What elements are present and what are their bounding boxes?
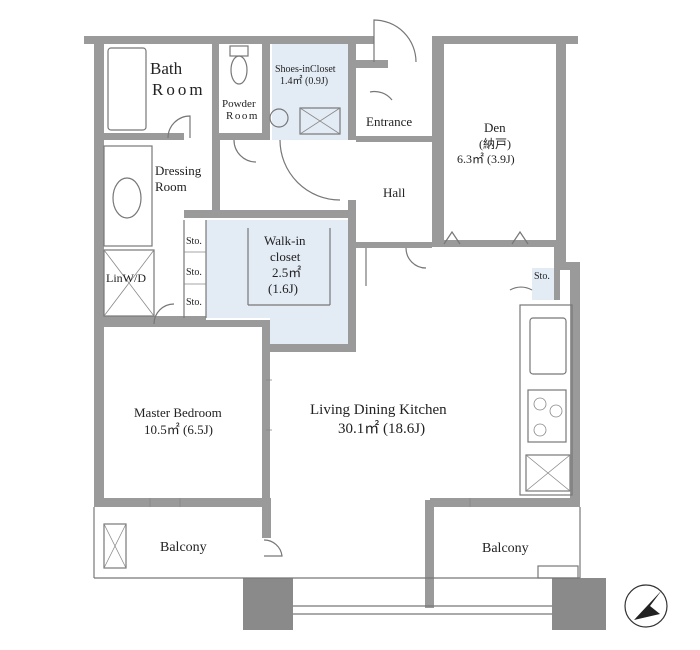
ldk-size: 30.1㎡ (18.6J) (338, 420, 425, 437)
kitchen-sto-door[interactable] (509, 286, 533, 291)
wall-walkin-top (184, 210, 356, 218)
wall-balcony-center-left (262, 498, 271, 538)
stove-icon (527, 389, 567, 443)
powder-door[interactable] (233, 139, 257, 163)
bathtub-icon (107, 47, 147, 131)
wall-hall-bottom (348, 242, 432, 248)
sto-label-1: Sto. (186, 236, 202, 247)
master-bedroom-size: 10.5㎡ (6.5J) (144, 422, 213, 437)
wall-bath-bottom (94, 133, 184, 140)
wall-entrance-bottom (356, 136, 432, 142)
ac-unit (103, 523, 127, 569)
wall-hall-left (348, 200, 356, 350)
walkin-label: Walk-in (264, 233, 306, 248)
compass-north-icon (624, 584, 668, 628)
wall-den-bottom (432, 240, 556, 247)
hall-label: Hall (383, 185, 406, 200)
shoes-closet-label: Shoes-inCloset (275, 64, 336, 75)
wall-left (94, 36, 104, 506)
wall-right-step (556, 262, 580, 270)
shoes-closet-size: 1.4㎡ (0.9J) (280, 75, 328, 87)
balcony-left-label: Balcony (160, 540, 207, 555)
vanity (103, 145, 153, 247)
kitchen-storage-area[interactable] (532, 268, 554, 300)
den-size: 6.3㎡ (3.9J) (457, 152, 515, 166)
wall-bottom-left (94, 498, 264, 507)
ldk-label: Living Dining Kitchen (310, 402, 447, 418)
wall-bottom-right (430, 498, 580, 507)
sto-label-kitchen: Sto. (534, 271, 550, 282)
wall-right-upper (556, 36, 566, 268)
linwd-label: LinW/D (106, 271, 146, 285)
entrance-label: Entrance (366, 114, 412, 129)
wall-powder-right (262, 36, 270, 140)
den-label-2: (納戸) (479, 137, 511, 151)
wall-right-kitchen (570, 268, 580, 500)
den-label: Den (484, 120, 506, 135)
balcony-right-label: Balcony (482, 541, 529, 556)
balcony-door[interactable] (263, 539, 283, 557)
walkin-size: 2.5㎡ (272, 265, 301, 280)
wall-entrance-top (356, 60, 388, 68)
wall-master-right (262, 320, 270, 502)
powder-label: Powder (222, 98, 256, 110)
fridge-space (525, 454, 571, 492)
kitchen-counter (519, 304, 573, 496)
wall-balcony-center-right (425, 500, 434, 608)
wall-bath-bottom-2 (212, 133, 262, 140)
ldk-door[interactable] (365, 247, 427, 286)
sink-icon (269, 108, 289, 128)
bath-door[interactable] (167, 115, 191, 139)
sto-label-3: Sto. (186, 297, 202, 308)
basin-icon (112, 177, 142, 219)
wall-sto-right (554, 246, 560, 300)
wall-den-left (432, 36, 444, 244)
walkin-closet-area[interactable] (206, 220, 348, 350)
sto-label-2: Sto. (186, 267, 202, 278)
powder-label-2: Room (226, 110, 259, 122)
shoe-rack (299, 107, 341, 135)
bath-label: Bath (150, 59, 183, 78)
wall-dressing-right (212, 140, 220, 210)
dressing-label-2: Room (155, 179, 187, 194)
bath-label-2: Room (152, 80, 206, 99)
hall-door[interactable] (279, 139, 341, 201)
wall-walkin-bottom (262, 344, 356, 352)
toilet-icon (229, 45, 249, 85)
column-left (243, 578, 293, 630)
wall-top-right (432, 36, 578, 44)
master-bedroom-label: Master Bedroom (134, 405, 222, 420)
entrance-door[interactable] (373, 19, 417, 63)
kitchen-sink-icon (529, 317, 567, 375)
dressing-label: Dressing (155, 163, 202, 178)
dressing-door[interactable] (153, 303, 175, 325)
wall-top-left (84, 36, 374, 44)
den-door[interactable] (443, 230, 461, 245)
wall-master-top (94, 320, 264, 327)
wall-shoes-right (348, 36, 356, 140)
washer-space (103, 249, 155, 317)
walkin-label-2: closet (270, 249, 301, 264)
column-right (552, 578, 606, 630)
walkin-size-j: (1.6J) (268, 281, 298, 296)
wall-bath-right (212, 36, 219, 136)
